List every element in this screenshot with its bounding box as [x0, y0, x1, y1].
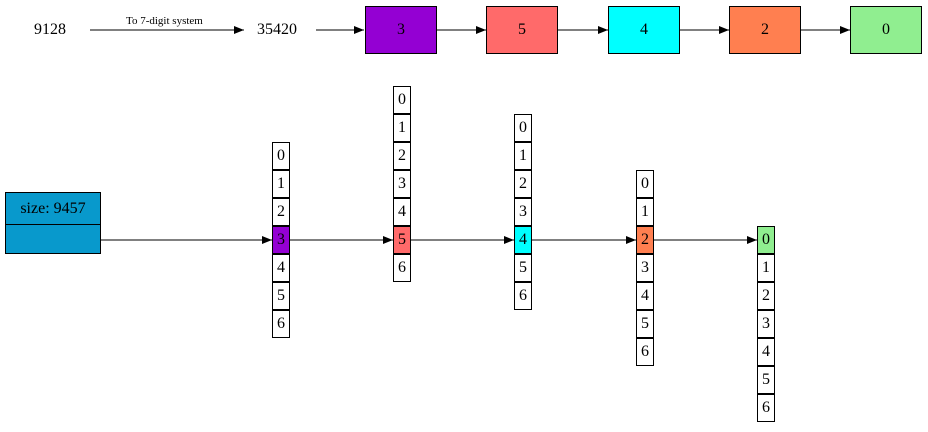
- array-3-cell-3: 3: [636, 254, 654, 282]
- array-4-cell-3: 3: [757, 310, 775, 338]
- array-2-cell-2: 2: [514, 170, 532, 198]
- size-label: size: 9457: [6, 193, 100, 225]
- array-2-cell-3: 3: [514, 198, 532, 226]
- array-4-cell-4: 4: [757, 338, 775, 366]
- digit-box-2: 4: [608, 6, 680, 54]
- array-3-cell-5: 5: [636, 310, 654, 338]
- array-1-cell-5: 5: [393, 226, 411, 254]
- converted-number: 35420: [257, 21, 297, 38]
- array-1-cell-2: 2: [393, 142, 411, 170]
- arrow-group: [90, 26, 850, 244]
- array-0-cell-5: 5: [272, 282, 290, 310]
- array-2-cell-1: 1: [514, 142, 532, 170]
- array-0-cell-4: 4: [272, 254, 290, 282]
- array-4-cell-0: 0: [757, 226, 775, 254]
- size-record: size: 9457: [5, 192, 101, 254]
- array-0-cell-0: 0: [272, 142, 290, 170]
- array-0-cell-3: 3: [272, 226, 290, 254]
- array-0-cell-6: 6: [272, 310, 290, 338]
- array-1-cell-6: 6: [393, 254, 411, 282]
- array-2-cell-6: 6: [514, 282, 532, 310]
- array-1-cell-4: 4: [393, 198, 411, 226]
- array-0-cell-2: 2: [272, 198, 290, 226]
- digit-box-4: 0: [850, 6, 922, 54]
- array-1-cell-0: 0: [393, 86, 411, 114]
- array-4-cell-6: 6: [757, 394, 775, 422]
- array-1-cell-1: 1: [393, 114, 411, 142]
- array-4-cell-1: 1: [757, 254, 775, 282]
- array-3-cell-4: 4: [636, 282, 654, 310]
- array-2-cell-0: 0: [514, 114, 532, 142]
- conversion-edge-label: To 7-digit system: [126, 15, 203, 27]
- array-2-cell-4: 4: [514, 226, 532, 254]
- array-3-cell-6: 6: [636, 338, 654, 366]
- array-3-cell-2: 2: [636, 226, 654, 254]
- array-3-cell-0: 0: [636, 170, 654, 198]
- digit-box-3: 2: [729, 6, 801, 54]
- array-2-cell-5: 5: [514, 254, 532, 282]
- array-4-cell-5: 5: [757, 366, 775, 394]
- array-4-cell-2: 2: [757, 282, 775, 310]
- array-1-cell-3: 3: [393, 170, 411, 198]
- digit-box-1: 5: [486, 6, 558, 54]
- input-number: 9128: [34, 21, 66, 38]
- digit-box-0: 3: [365, 6, 437, 54]
- array-3-cell-1: 1: [636, 198, 654, 226]
- array-0-cell-1: 1: [272, 170, 290, 198]
